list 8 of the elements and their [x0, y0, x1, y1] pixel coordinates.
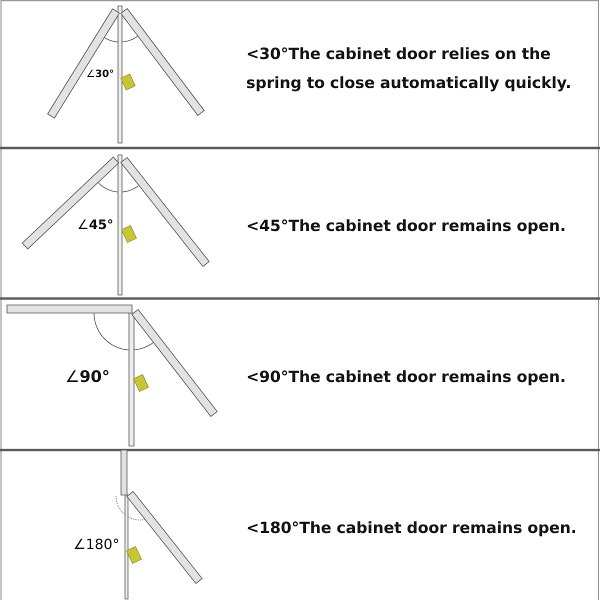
- angle-label: ∠90°: [66, 370, 108, 382]
- description-text: <30°The cabinet door relies on the spring to close automatically quickly.: [247, 47, 570, 92]
- description-text: <90°The cabinet door remains open.: [248, 370, 564, 386]
- description-text: <45°The cabinet door remains open.: [248, 219, 564, 234]
- angle-label: ∠45°: [78, 219, 112, 230]
- angle-label: ∠30°: [87, 70, 114, 78]
- description-text: <180°The cabinet door remains open.: [248, 521, 576, 536]
- angle-label: ∠180°: [74, 538, 118, 550]
